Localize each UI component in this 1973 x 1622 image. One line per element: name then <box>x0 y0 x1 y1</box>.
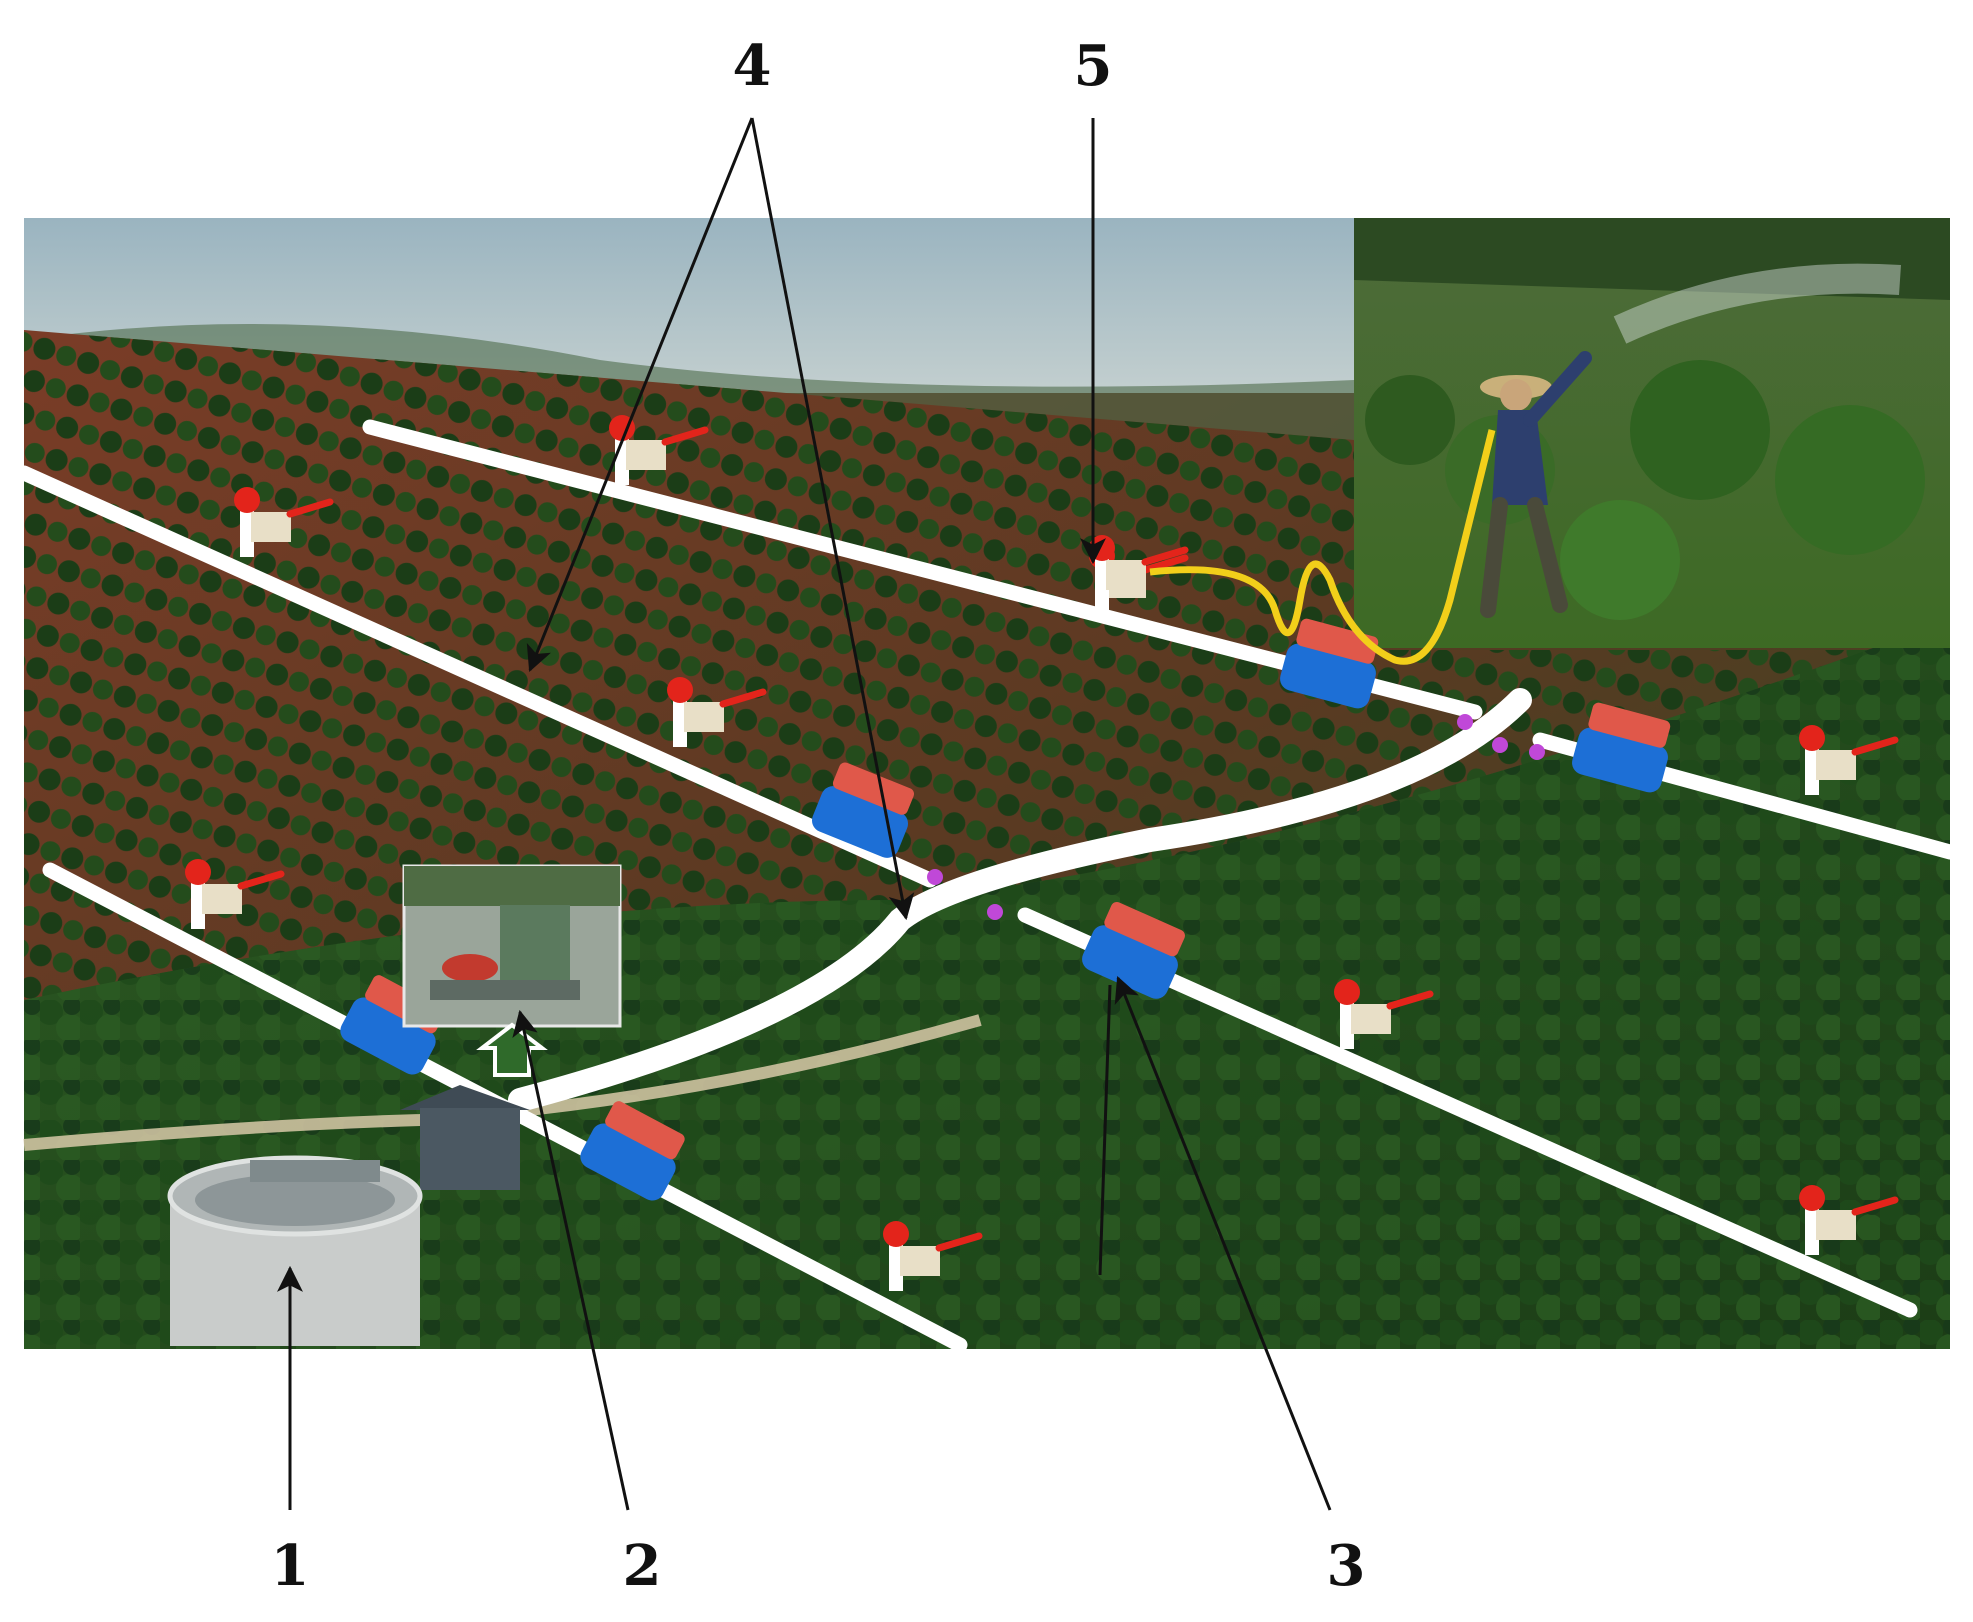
hydrant-icon <box>1799 725 1899 795</box>
spray-operator-inset <box>1354 218 1950 648</box>
callout-arrow-3 <box>1114 975 1332 1511</box>
hydrant-icon <box>1799 1185 1899 1255</box>
hydrant-icon <box>883 1221 983 1291</box>
callout-label-5: 5 <box>1074 33 1113 99</box>
hydrant-icon <box>1334 979 1434 1049</box>
pipe-connectors <box>927 714 1545 920</box>
callout-label-3: 3 <box>1327 1533 1366 1599</box>
callout-arrow-2 <box>512 1009 630 1511</box>
ball-valves <box>340 618 1671 1201</box>
main-pipe-right-lower <box>1017 907 1918 1318</box>
ball-valve-icon <box>811 762 915 858</box>
hydrant-icon <box>185 859 285 929</box>
callout-label-1: 1 <box>271 1533 310 1599</box>
valve-pole <box>1098 984 1112 1276</box>
callout-labels: 4 5 1 2 3 <box>271 33 1366 1599</box>
spray-operator-icon <box>1480 351 1592 618</box>
pump-house-icon <box>400 1085 530 1190</box>
hydrant-icon <box>1089 535 1189 612</box>
hydrant-icon <box>234 487 334 557</box>
callout-arrow-4b <box>750 117 915 921</box>
callout-arrow-4a <box>526 117 754 673</box>
callout-label-2: 2 <box>623 1533 662 1599</box>
main-pipe-mid <box>16 465 938 888</box>
reservoir-tank-icon <box>167 1155 423 1346</box>
pump-icon <box>442 954 498 982</box>
pump-station-inset <box>402 864 622 1028</box>
spray-hose <box>1149 429 1496 665</box>
trunk-pipe <box>508 688 1532 1112</box>
ball-valve-icon <box>1572 702 1671 793</box>
ball-valve-icon <box>1082 901 1185 999</box>
hydrant-icon <box>667 677 767 747</box>
callout-label-4: 4 <box>733 33 772 99</box>
ball-valve-icon <box>1280 618 1379 709</box>
callout-arrows <box>277 117 1332 1511</box>
ball-valve-icon <box>580 1101 685 1201</box>
